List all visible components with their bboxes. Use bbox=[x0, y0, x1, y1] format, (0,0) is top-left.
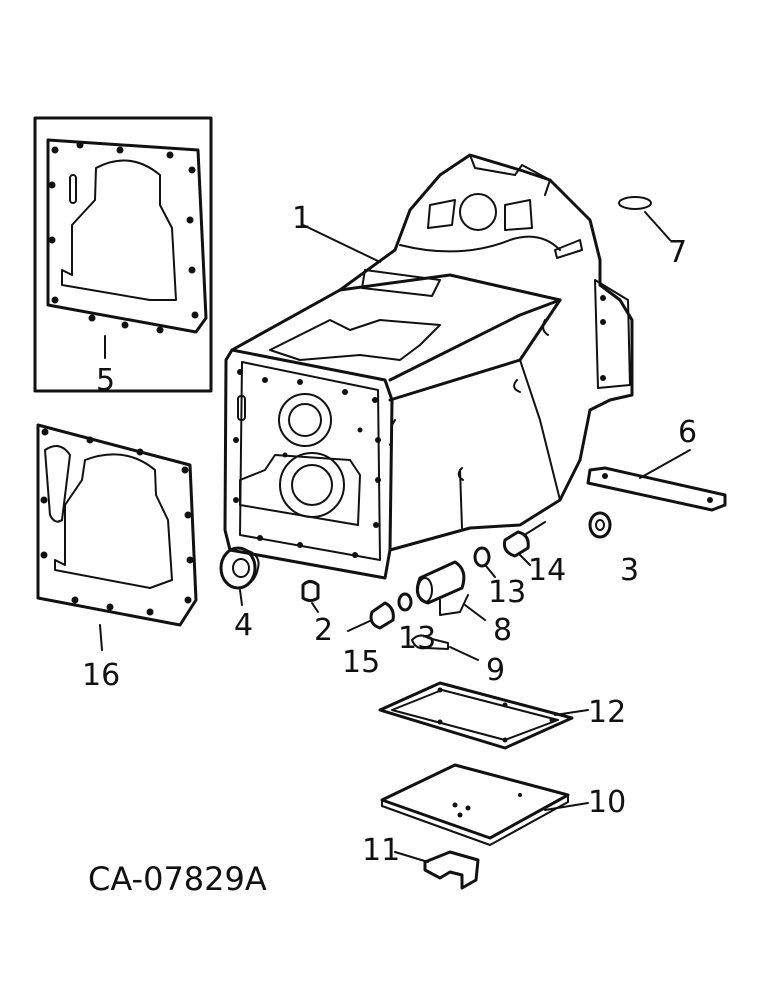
part-13-oring-lower bbox=[397, 592, 413, 612]
callout-11: 11 bbox=[362, 833, 400, 868]
callout-12: 12 bbox=[588, 695, 626, 730]
callout-3: 3 bbox=[620, 553, 639, 588]
part-4-seal bbox=[219, 546, 260, 606]
part-11-bracket bbox=[394, 850, 480, 890]
callout-5: 5 bbox=[96, 363, 115, 398]
part-7-plug bbox=[618, 196, 671, 241]
callout-13-lower: 13 bbox=[398, 621, 436, 656]
callout-14: 14 bbox=[528, 553, 566, 588]
callout-13-upper: 13 bbox=[488, 575, 526, 610]
diagram-code: CA-07829A bbox=[88, 860, 267, 898]
callout-4: 4 bbox=[234, 608, 253, 643]
callout-7: 7 bbox=[668, 235, 687, 270]
callout-8: 8 bbox=[493, 613, 512, 648]
part-10-bottom-cover bbox=[380, 763, 589, 846]
part-6-cover-plate bbox=[586, 449, 727, 512]
callout-16: 16 bbox=[82, 658, 120, 693]
part-9-pin bbox=[411, 634, 479, 661]
part-15-shaft-end bbox=[347, 601, 395, 632]
part-8-shift-fork-sleeve bbox=[415, 560, 486, 621]
part-12-pan-gasket bbox=[378, 681, 589, 750]
callout-6: 6 bbox=[678, 415, 697, 450]
callout-10: 10 bbox=[588, 785, 626, 820]
callout-1: 1 bbox=[292, 201, 311, 236]
callout-9: 9 bbox=[486, 653, 505, 688]
callout-15: 15 bbox=[342, 645, 380, 680]
part-13-oring-upper bbox=[473, 546, 496, 578]
callout-labels: 1 2 3 4 5 6 7 8 9 10 11 12 13 13 14 15 1… bbox=[82, 201, 697, 868]
part-14-bushing bbox=[503, 521, 546, 566]
part-5-gasket-framed bbox=[33, 116, 213, 393]
part-1-transmission-case bbox=[223, 153, 634, 580]
part-3-nut bbox=[588, 511, 612, 539]
part-2-drain-plug bbox=[301, 580, 320, 613]
callout-2: 2 bbox=[314, 613, 333, 648]
part-16-gasket bbox=[36, 423, 198, 651]
